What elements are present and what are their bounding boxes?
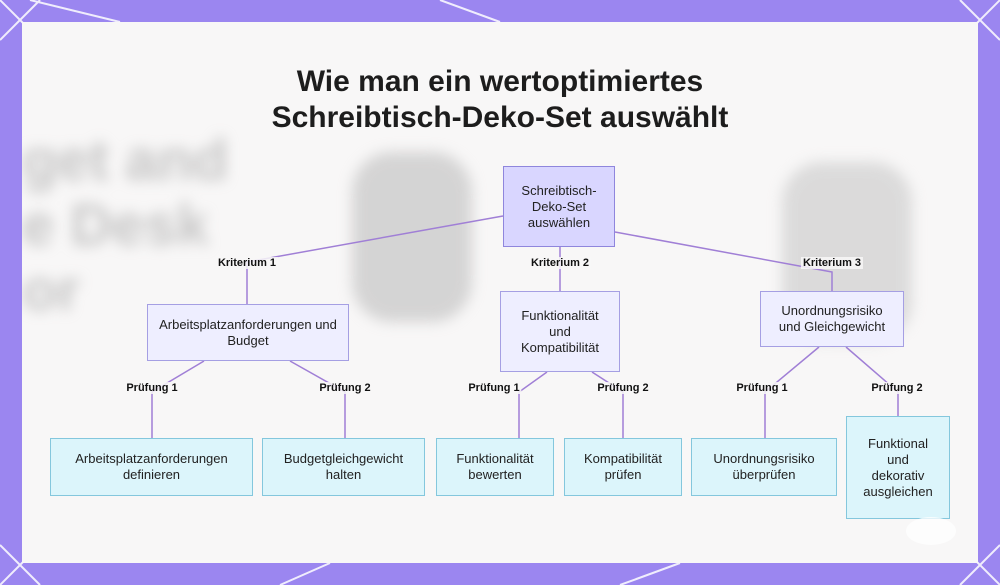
check-node: Arbeitsplatzanforderungen definieren bbox=[50, 438, 253, 496]
watermark-logo bbox=[906, 517, 956, 545]
edge-label-check: Prüfung 1 bbox=[734, 382, 789, 394]
criterion-node-2: Funktionalität und Kompatibilität bbox=[500, 291, 620, 372]
edge-root-criterion-1 bbox=[247, 216, 503, 305]
edge-c2-check-1 bbox=[519, 372, 547, 438]
edge-label-check: Prüfung 2 bbox=[595, 382, 650, 394]
check-node: Funktionalität bewerten bbox=[436, 438, 554, 496]
edge-root-criterion-3 bbox=[615, 232, 832, 292]
diagram-card: get and e Desk or Wie man ein wertoptimi… bbox=[22, 22, 978, 563]
root-node: Schreibtisch-Deko-Set auswählen bbox=[503, 166, 615, 247]
edge-label-check: Prüfung 2 bbox=[317, 382, 372, 394]
criterion-node-1: Arbeitsplatzanforderungen und Budget bbox=[147, 304, 349, 361]
edge-label-criterion-3: Kriterium 3 bbox=[801, 257, 863, 269]
edge-label-criterion-1: Kriterium 1 bbox=[216, 257, 278, 269]
edge-label-check: Prüfung 2 bbox=[869, 382, 924, 394]
check-node: Kompatibilität prüfen bbox=[564, 438, 682, 496]
edge-label-criterion-2: Kriterium 2 bbox=[529, 257, 591, 269]
edge-label-check: Prüfung 1 bbox=[124, 382, 179, 394]
check-node: Unordnungsrisiko überprüfen bbox=[691, 438, 837, 496]
edge-c1-check-2 bbox=[290, 361, 345, 438]
criterion-node-3: Unordnungsrisiko und Gleichgewicht bbox=[760, 291, 904, 347]
edge-label-check: Prüfung 1 bbox=[466, 382, 521, 394]
check-node: Funktional und dekorativ ausgleichen bbox=[846, 416, 950, 519]
check-node: Budgetgleichgewicht halten bbox=[262, 438, 425, 496]
edge-c1-check-1 bbox=[152, 361, 204, 438]
